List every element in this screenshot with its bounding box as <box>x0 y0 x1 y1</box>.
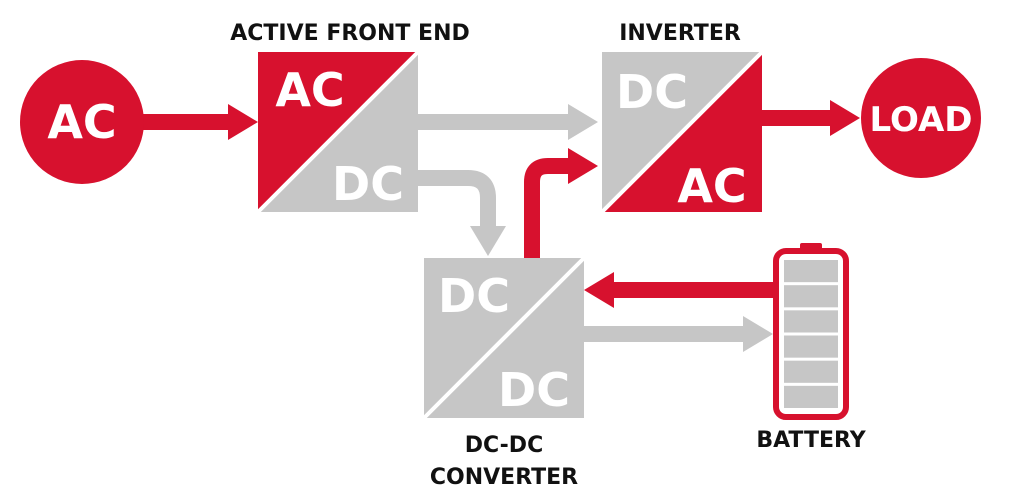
arrow-inverter-to-load <box>762 100 860 136</box>
dcdc-converter-block: DC DC <box>422 256 586 420</box>
load-label: LOAD <box>870 100 973 140</box>
inverter-top-label: DC <box>616 65 688 119</box>
battery-cell <box>784 260 838 283</box>
arrow-dcdc-to-battery <box>584 316 773 352</box>
battery-title: BATTERY <box>756 428 866 453</box>
ac-source-circle <box>20 60 144 184</box>
dcdc-top-label: DC <box>438 269 510 323</box>
load: LOAD <box>861 58 981 178</box>
ac-source: AC <box>20 60 144 184</box>
arrow-afe-to-dcdc <box>418 170 506 256</box>
inverter-bottom-label: AC <box>677 159 746 213</box>
dcdc-title-line2: CONVERTER <box>430 465 578 490</box>
arrow-ac-to-afe <box>140 104 258 140</box>
battery-cell <box>784 360 838 383</box>
battery-cell <box>784 335 838 358</box>
arrow-battery-to-dcdc <box>584 272 775 308</box>
inverter-title: INVERTER <box>619 21 741 46</box>
active-front-end-block: AC DC <box>256 50 420 214</box>
load-circle <box>861 58 981 178</box>
battery-cell <box>784 285 838 308</box>
arrow-afe-to-inverter <box>418 104 598 140</box>
inverter-block: DC AC <box>600 50 764 214</box>
afe-title: ACTIVE FRONT END <box>230 21 470 46</box>
dcdc-bottom-label: DC <box>498 363 570 417</box>
afe-top-label: AC <box>275 63 344 117</box>
battery-cells <box>784 260 838 408</box>
battery-cell <box>784 310 838 333</box>
ac-source-label: AC <box>47 95 116 149</box>
battery-cell <box>784 385 838 408</box>
afe-bottom-label: DC <box>332 157 404 211</box>
battery-icon <box>773 243 849 420</box>
arrow-dcdc-to-inverter <box>524 148 598 262</box>
dcdc-title-line1: DC-DC <box>465 433 543 458</box>
